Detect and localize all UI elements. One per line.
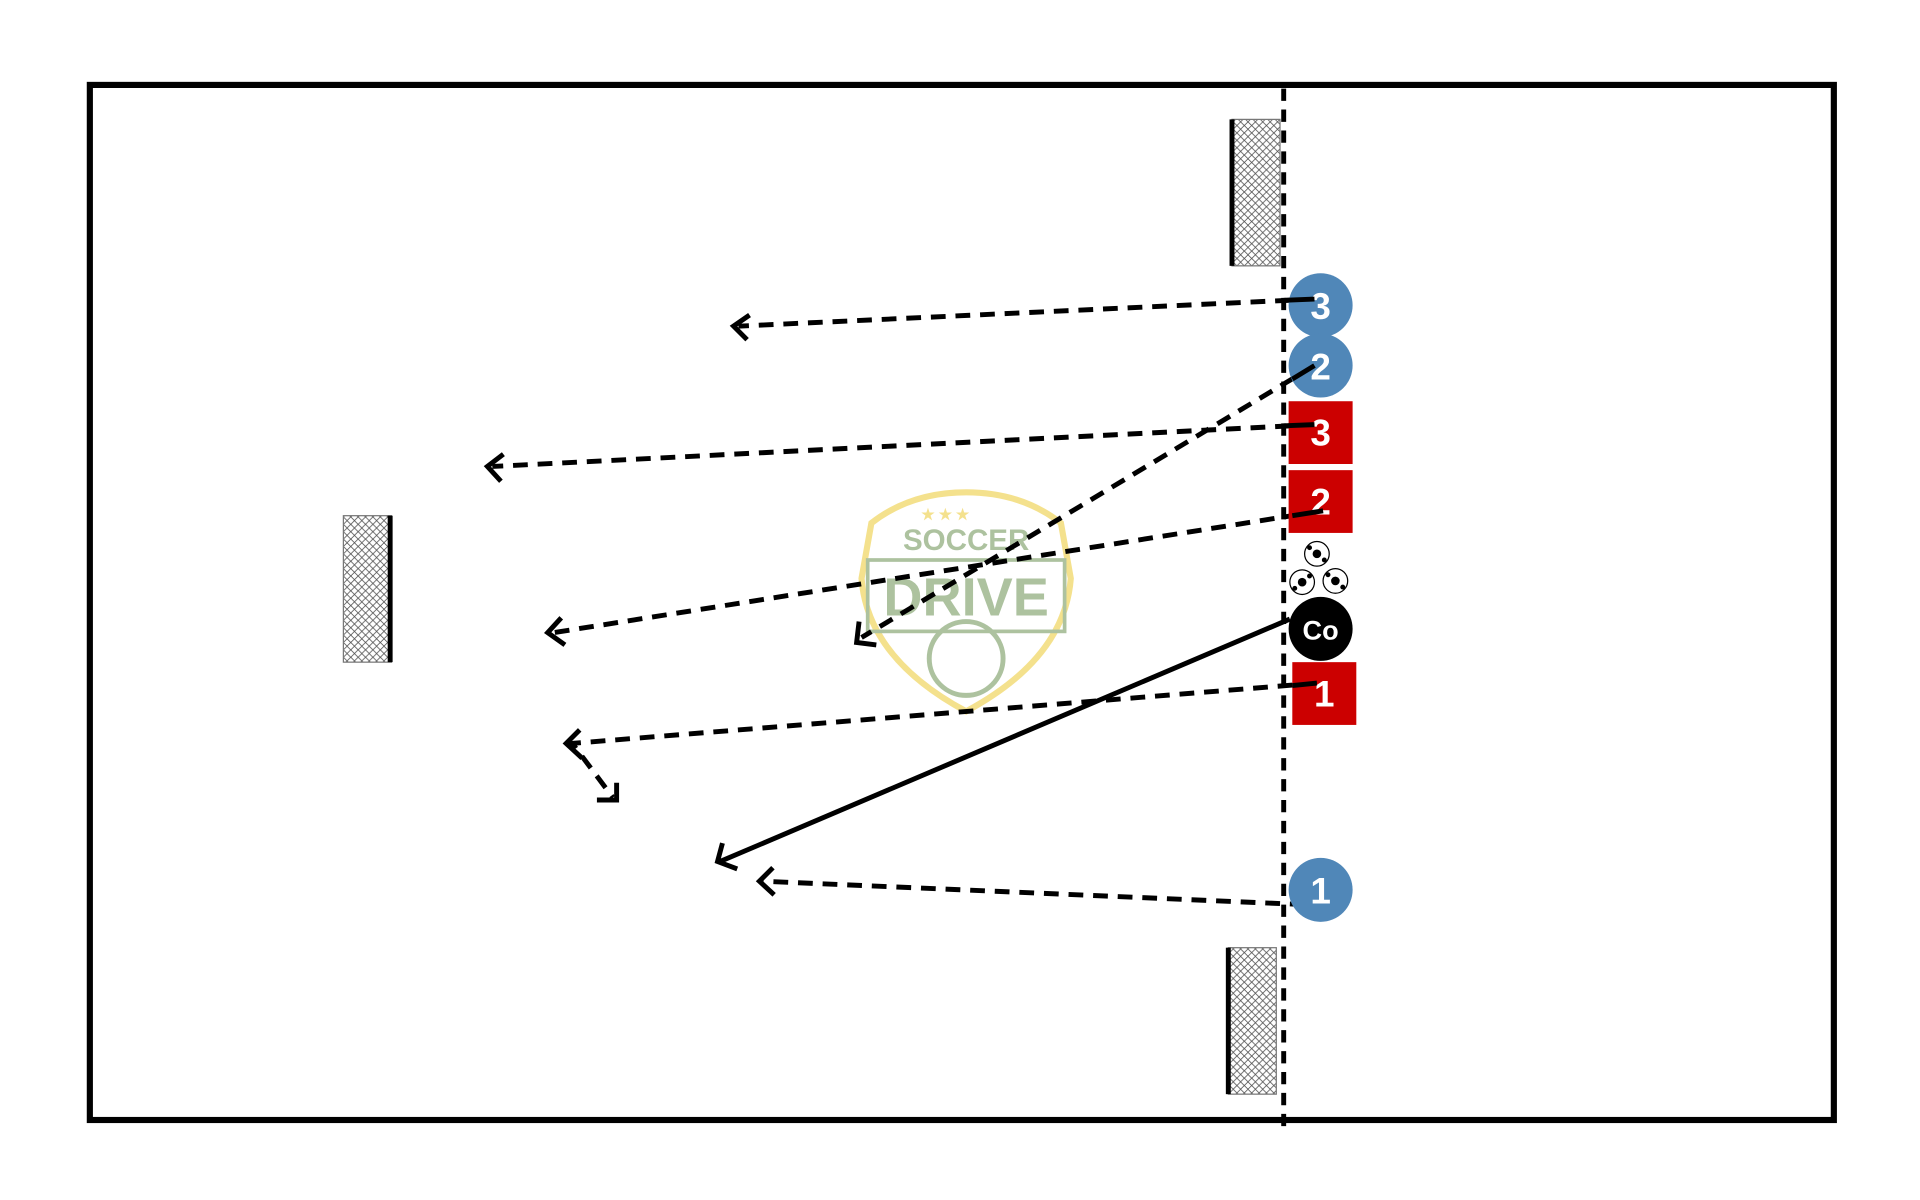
arrowhead-icon <box>562 728 584 760</box>
run-start-red-2 <box>1291 508 1324 519</box>
red-player-3[interactable]: 3 <box>1288 401 1353 464</box>
soccer-ball-icon <box>1289 569 1316 596</box>
arrowhead-icon <box>483 452 505 483</box>
svg-text:SOCCER: SOCCER <box>903 524 1029 557</box>
run-start-blue-3 <box>1283 296 1315 303</box>
run-arrow-red-3 <box>492 422 1315 469</box>
blue-player-3[interactable]: 3 <box>1288 273 1353 338</box>
soccer-drive-watermark: ★ ★ ★ SOCCER DRIVE <box>858 489 1074 715</box>
goal-left <box>342 515 393 663</box>
run-start-red-1 <box>1292 680 1318 688</box>
run-arrow-red-1 <box>567 680 1318 800</box>
arrowhead-icon <box>729 313 751 342</box>
coach-label: Co <box>1303 615 1339 646</box>
arrowhead-icon <box>543 616 567 647</box>
player-label: 3 <box>1310 413 1331 454</box>
arrowhead-icon <box>755 865 776 897</box>
player-label: 3 <box>1310 286 1331 327</box>
blue-player-1[interactable]: 1 <box>1288 857 1353 922</box>
goal-top <box>1229 118 1281 267</box>
run-arrow-blue-1 <box>762 878 1305 908</box>
field-boundary <box>86 81 1837 1124</box>
player-label: 1 <box>1310 871 1331 912</box>
ball-pile <box>1289 540 1349 596</box>
coach[interactable]: Co <box>1288 596 1353 661</box>
player-label: 2 <box>1310 482 1331 523</box>
player-label: 2 <box>1310 346 1331 387</box>
run-start-blue-2 <box>1291 363 1316 382</box>
goal-bottom <box>1225 947 1277 1095</box>
soccer-ball-icon <box>1304 540 1330 567</box>
run-arrow-blue-2 <box>860 363 1316 640</box>
pass-arrow-coach <box>719 616 1291 864</box>
arrowhead-icon <box>596 782 620 803</box>
run-arrow-blue-3 <box>738 296 1315 329</box>
arrowhead-icon <box>853 621 877 648</box>
soccer-ball-icon <box>1322 568 1349 594</box>
blue-player-2[interactable]: 2 <box>1288 333 1353 398</box>
player-label: 1 <box>1314 674 1335 715</box>
run-start-red-3 <box>1283 422 1315 429</box>
run-arrow-red-2 <box>553 508 1324 636</box>
arrowhead-icon <box>714 842 739 872</box>
svg-text:★ ★ ★: ★ ★ ★ <box>921 507 970 523</box>
red-player-2[interactable]: 2 <box>1288 470 1353 533</box>
arrowheads <box>483 313 877 897</box>
red-player-1[interactable]: 1 <box>1292 662 1357 725</box>
